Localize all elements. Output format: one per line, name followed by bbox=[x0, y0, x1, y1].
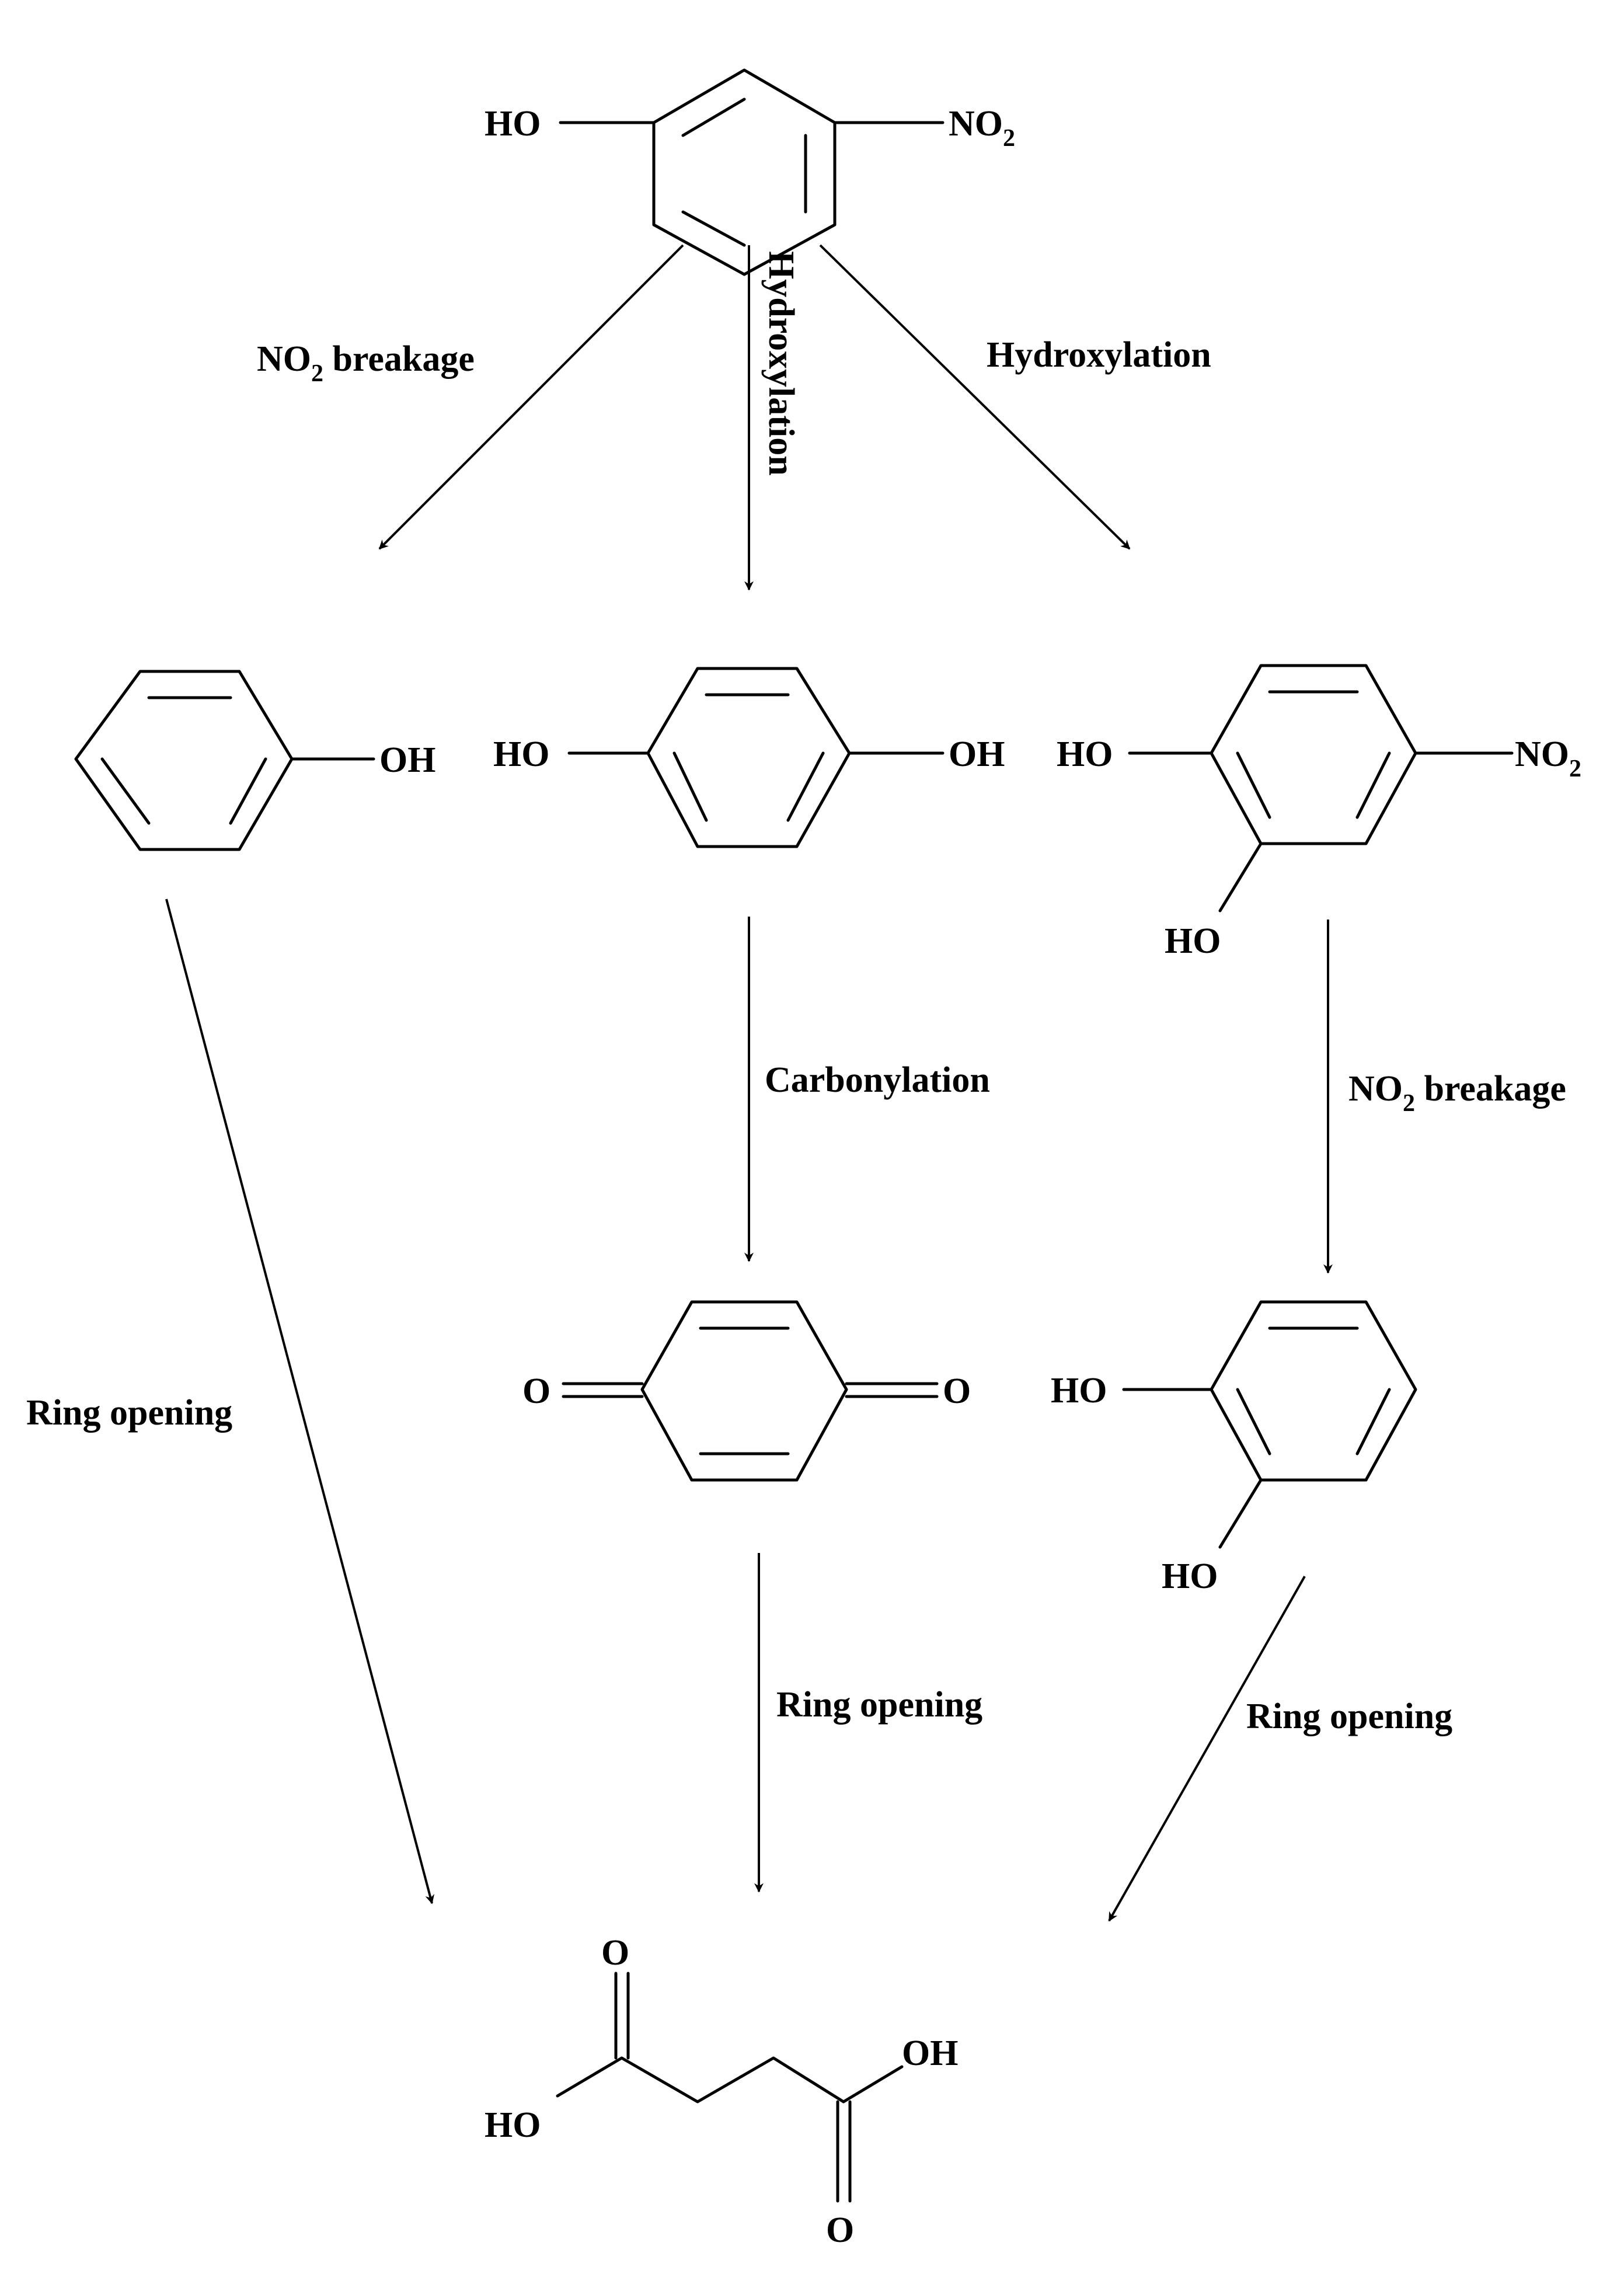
quinone-ring bbox=[640, 1300, 848, 1482]
arrow-phenol-ring-opening bbox=[165, 899, 435, 1904]
atom-ho-top: HO bbox=[1051, 1371, 1107, 1411]
label-no2-breakage-2: NO2 breakage bbox=[1348, 1069, 1566, 1117]
compound-phenol: OH bbox=[74, 670, 435, 851]
atom-o-bottom: O bbox=[826, 2210, 854, 2250]
subscript-2: 2 bbox=[311, 360, 323, 387]
atom-o-left: O bbox=[522, 1371, 550, 1411]
atom-o-right: O bbox=[943, 1371, 971, 1411]
atom-oh: OH bbox=[379, 740, 435, 780]
atom-oh: OH bbox=[949, 734, 1005, 774]
label-hydroxylation-vertical: Hydroxylation bbox=[761, 251, 801, 476]
atom-ho-bottom: HO bbox=[1165, 921, 1221, 961]
label-ring-opening-right: Ring opening bbox=[1246, 1697, 1452, 1736]
atom-no2: NO2 bbox=[1515, 734, 1581, 782]
arrow-to-phenol bbox=[378, 244, 684, 550]
label-ring-opening-left: Ring opening bbox=[26, 1393, 232, 1433]
label-no2-breakage-1: NO2 breakage bbox=[257, 339, 475, 387]
bond-oh-bottom bbox=[1218, 842, 1263, 913]
bond-oh-bottom bbox=[1218, 1478, 1263, 1549]
compound-4-nitrocatechol: HO HO NO2 bbox=[1057, 664, 1581, 961]
compound-hydroquinone: HO OH bbox=[493, 667, 1005, 848]
label-hydroxylation-right: Hydroxylation bbox=[987, 335, 1211, 375]
compound-p-benzoquinone: O O bbox=[522, 1300, 971, 1482]
atom-o-top: O bbox=[601, 1933, 629, 1973]
atom-ho-top: HO bbox=[1057, 734, 1113, 774]
subscript-2: 2 bbox=[1403, 1090, 1415, 1117]
no-text: NO bbox=[1348, 1069, 1403, 1109]
bond-oh-top bbox=[842, 2065, 904, 2104]
no-text: NO bbox=[257, 339, 311, 379]
arrow-catechol-ring-opening bbox=[1108, 1576, 1306, 1922]
benzene-ring bbox=[1210, 1300, 1417, 1482]
no-text: NO bbox=[949, 104, 1003, 144]
atom-ho: HO bbox=[493, 734, 549, 774]
atom-ho: HO bbox=[485, 104, 541, 144]
benzene-ring bbox=[652, 68, 837, 276]
breakage-text: breakage bbox=[1415, 1069, 1566, 1109]
atom-ho-bottom: HO bbox=[1162, 1556, 1218, 1596]
no-text: NO bbox=[1515, 734, 1569, 774]
carbon-chain bbox=[556, 2056, 845, 2104]
arrow-to-nitrocatechol bbox=[819, 244, 1131, 550]
label-ring-opening-middle: Ring opening bbox=[776, 1685, 982, 1725]
subscript-2: 2 bbox=[1569, 755, 1581, 782]
atom-oh: OH bbox=[902, 2033, 958, 2073]
benzene-ring bbox=[74, 670, 294, 851]
benzene-ring bbox=[646, 667, 851, 848]
atom-ho: HO bbox=[485, 2105, 541, 2145]
breakage-text: breakage bbox=[323, 339, 475, 379]
subscript-2: 2 bbox=[1003, 125, 1015, 152]
compound-catechol: HO HO bbox=[1051, 1300, 1417, 1596]
benzene-ring bbox=[1210, 664, 1417, 845]
atom-no2: NO2 bbox=[949, 104, 1015, 152]
label-carbonylation: Carbonylation bbox=[765, 1060, 990, 1100]
compound-4-nitrophenol: HO NO2 bbox=[485, 68, 1015, 276]
compound-succinic-acid: O OH HO O bbox=[485, 1933, 958, 2250]
